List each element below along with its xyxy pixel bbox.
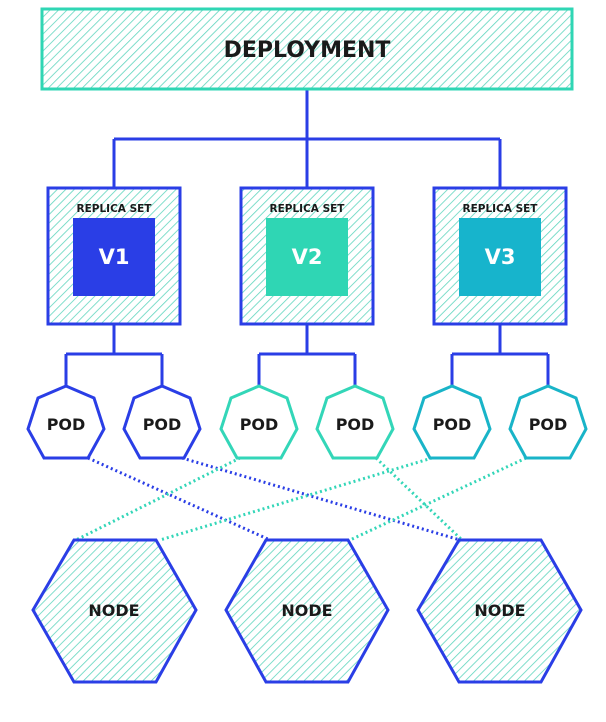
pod-5: POD	[412, 384, 492, 460]
deployment-connectors	[112, 90, 502, 188]
link-pod3-node1	[75, 456, 241, 542]
version-label-v3: V3	[485, 245, 516, 269]
replica-pod-connectors	[64, 324, 550, 386]
version-label-v2: V2	[292, 245, 323, 269]
version-label-v1: V1	[99, 245, 130, 269]
replica-set-label: REPLICA SET	[463, 203, 539, 215]
pod-node-links	[75, 456, 527, 542]
deployment-label: DEPLOYMENT	[224, 38, 391, 63]
pod-2: POD	[122, 384, 202, 460]
node-1: NODE	[31, 538, 198, 684]
pod-label: POD	[143, 415, 182, 434]
version-block-v3	[459, 218, 541, 296]
replica-set-label: REPLICA SET	[77, 203, 153, 215]
node-3: NODE	[416, 538, 583, 684]
link-pod5-node1	[159, 456, 433, 542]
node-label: NODE	[88, 601, 139, 620]
pod-label: POD	[47, 415, 86, 434]
link-pod2-node3	[181, 456, 461, 542]
link-pod1-node2	[87, 456, 271, 542]
pod-label: POD	[433, 415, 472, 434]
node-label: NODE	[474, 601, 525, 620]
node-label: NODE	[281, 601, 332, 620]
pod-label: POD	[240, 415, 279, 434]
pod-label: POD	[336, 415, 375, 434]
version-block-v2	[266, 218, 348, 296]
pods: POD POD POD POD POD POD	[26, 384, 588, 460]
deployment-box: DEPLOYMENT	[40, 7, 574, 91]
pod-3: POD	[219, 384, 299, 460]
pod-1: POD	[26, 384, 106, 460]
node-2: NODE	[224, 538, 390, 684]
pod-label: POD	[529, 415, 568, 434]
pod-4: POD	[315, 384, 395, 460]
replica-set-v2: REPLICA SET V2	[239, 186, 375, 326]
link-pod4-node3	[374, 456, 464, 542]
pod-6: POD	[508, 384, 588, 460]
link-pod6-node2	[349, 456, 527, 542]
replica-set-v3: REPLICA SET V3	[432, 186, 568, 326]
nodes: NODE NODE NODE	[31, 538, 583, 684]
replica-set-v1: REPLICA SET V1	[46, 186, 182, 326]
version-block-v1	[73, 218, 155, 296]
replica-set-label: REPLICA SET	[270, 203, 346, 215]
